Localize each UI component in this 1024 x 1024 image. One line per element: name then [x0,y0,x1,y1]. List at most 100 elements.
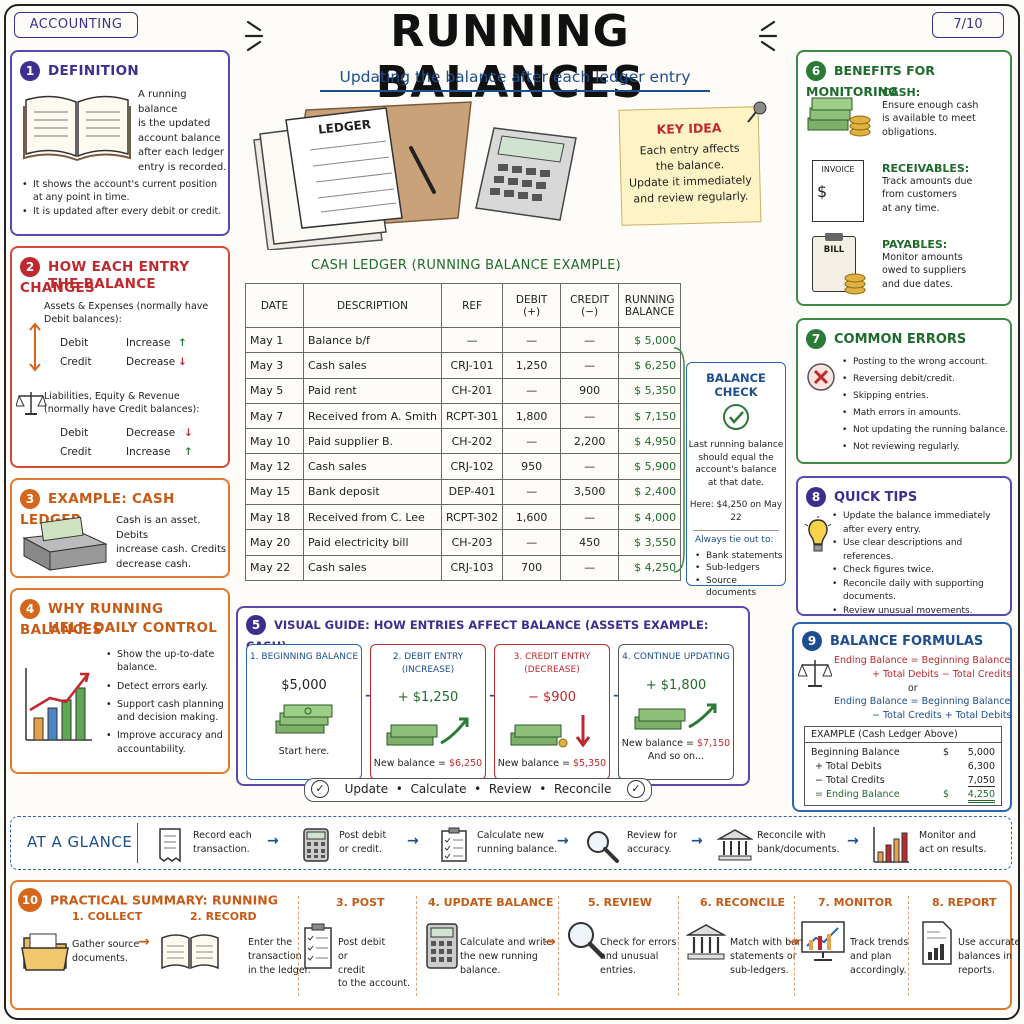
ledger-cell-credit: — [560,352,620,379]
ledger-cell-balance: $ 7,150 [618,402,682,430]
balance-check-here: Here: $4,250 on May 22 [689,500,783,523]
error-item: Posting to the wrong account. [842,354,1010,371]
glance-text: transaction. [193,843,250,855]
ledger-cell-debit: 1,800 [502,402,562,430]
ledger-cell-desc: Received from A. Smith [302,402,443,430]
balance-check-text: account's balance [695,465,777,476]
section-title: HOW EACH ENTRY CHANGES [20,259,190,296]
glance-text: Reconcile with [757,830,826,841]
open-book-icon [160,932,220,972]
summary-step-text: and plan [850,950,892,962]
error-item: Math errors in amounts. [842,405,1010,422]
section-title: WHY RUNNING BALANCES [20,601,164,638]
tie-out-item: Sub-ledgers [695,562,785,575]
section-number: 8 [806,486,826,507]
benefit-text: Monitor amounts [882,252,963,263]
liab-credit-label: Credit [60,446,92,459]
ledger-cell-debit: 1,250 [502,352,562,379]
glance-text: or credit. [339,843,382,855]
tie-out-item: Source documents [695,575,785,600]
ledger-cell-ref: CRJ-101 [441,352,504,379]
benefit-text: owed to suppliers [882,265,967,277]
summary-step-title: 6. RECONCILE [700,896,785,909]
balance-check-text: Last running balance [688,440,784,450]
benefit-text: Track amounts due [882,176,973,187]
liab-debit-effect: Decrease [126,427,176,439]
example-row-label: + Total Debits [815,761,882,772]
section-number: 5 [246,614,266,635]
section-title: PRACTICAL SUMMARY: RUNNING [50,892,279,908]
ledger-cell-desc: Cash sales [302,352,443,379]
summary-step-text: Match with bank [730,937,809,948]
section-number: 1 [20,60,40,81]
formula-line: Ending Balance = Beginning Balance [834,696,1011,708]
tip-item: Check figures twice. [832,564,1010,578]
ledger-cell-ref: — [441,326,504,354]
step-note: New balance = $5,350 [497,758,607,770]
formula-example-title: EXAMPLE (Cash Ledger Above) [805,727,1001,743]
scale-icon [15,388,47,418]
step-note: New balance = $6,250 [373,758,483,770]
tie-out-item: Bank statements [695,550,785,563]
section-title: DEFINITION [48,63,140,79]
monitor-chart-icon [800,920,846,964]
ledger-cell-debit: 700 [502,554,562,581]
ledger-cell-date: May 15 [245,478,304,506]
ledger-cell-date: May 3 [245,352,304,379]
summary-step-text: statements or [730,950,797,962]
step-title: 4. CONTINUE UPDATING [622,652,730,662]
cash-down-icon [507,713,597,749]
assets-debit-effect: Increase [126,337,171,349]
bill-icon: BILL [812,233,856,292]
benefit-head: PAYABLES: [882,238,948,251]
balance-check-text: at that date. [707,477,765,488]
step-card-credit: 3. CREDIT ENTRY (DECREASE) − $900 New ba… [494,644,610,780]
ledger-cell-date: May 5 [245,377,304,404]
column-header: REF [441,283,504,328]
benefit-text: at any time. [882,202,940,214]
summary-step-text: Gather source [72,939,140,950]
column-header: DESCRIPTION [302,283,443,328]
summary-step-title: 2. RECORD [190,910,257,923]
ledger-cell-desc: Cash sales [302,554,443,581]
ledger-cell-credit: — [560,326,620,354]
section-title: QUICK TIPS [834,490,918,505]
why-bullet: Support cash planning and decision makin… [106,698,228,725]
ledger-cell-balance: $ 4,000 [618,504,682,531]
example-row-value: 7,050 [967,775,995,787]
glance-text: Calculate new [477,830,545,841]
step-amount: − $900 [527,690,577,706]
why-bullet: Show the up-to-date balance. [106,648,228,675]
summary-step-text: Post debit [338,937,386,948]
assets-credit-effect: Decrease [126,356,176,369]
ledger-cell-desc: Paid supplier B. [302,428,443,455]
summary-step-text: sub-ledgers. [730,964,789,976]
coin-stack-icon [842,268,868,296]
ledger-cell-date: May 22 [245,554,304,581]
formula-line: + Total Debits − Total Credits [872,668,1012,680]
ledger-cell-balance: $ 5,350 [618,377,682,404]
ledger-cell-debit: — [502,529,562,556]
ledger-cell-credit: 3,500 [560,478,620,506]
arrow-right-icon: → [847,833,859,849]
summary-step-text: balances in [958,950,1013,962]
why-bullet: Improve accuracy and accountability. [106,729,228,756]
formula-line: − Total Credits + Total Debits [872,710,1012,722]
ledger-illustration: LEDGER [246,100,476,251]
ledger-cell-ref: CRJ-102 [441,453,504,480]
summary-step-text: accordingly. [850,964,907,976]
liab-debit-label: Debit [60,427,89,439]
summary-step-title: 4. UPDATE BALANCE [428,896,554,909]
ledger-cell-desc: Paid rent [302,377,443,404]
benefit-head: CASH: [882,86,921,99]
step-card-beginning: 1. BEGINNING BALANCE $5,000 Start here. [246,644,362,780]
checklist-icon [439,827,469,863]
